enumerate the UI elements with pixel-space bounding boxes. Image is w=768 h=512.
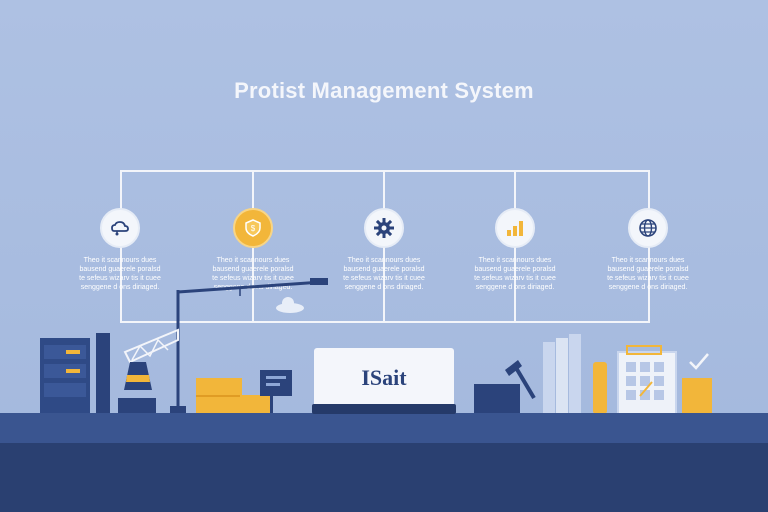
building-columns [543, 334, 581, 414]
hammer-icon [505, 360, 536, 400]
pillar [96, 333, 110, 414]
server-rack-icon [40, 338, 90, 414]
ground-strip [0, 413, 768, 443]
step-text-line: Theo it scannours dues [83, 257, 157, 264]
svg-text:$: $ [251, 224, 256, 233]
step-text-line: Theo it scannours dues [611, 257, 685, 264]
step-text-line: te sefeus wizarv tis it cuee [474, 275, 556, 282]
step-text-line: bausend guaerele poralsd [79, 266, 161, 273]
step-text-line: te sefeus wizarv tis it cuee [212, 275, 294, 282]
step-text-line: bausend guaerele poralsd [607, 266, 689, 273]
step-text-line: te sefeus wizarv tis it cuee [343, 275, 425, 282]
cloud-network-icon [100, 208, 140, 248]
step-text-line: bausend guaerele poralsd [212, 266, 294, 273]
step-text-line: te sefeus wizarv tis it cuee [79, 275, 161, 282]
step-text-line: bausend guaerele poralsd [474, 266, 556, 273]
ground-base [0, 443, 768, 512]
step-text-line: senggene d ons diriaged. [475, 284, 555, 291]
page-title: Protist Management System [234, 78, 534, 103]
step-3: Theo it scannours dues bausend guaerele … [334, 208, 434, 292]
step-4: Theo it scannours dues bausend guaerele … [465, 208, 565, 292]
battery-tube [593, 362, 607, 414]
crane-icon [118, 278, 328, 414]
shipping-boxes [196, 378, 270, 414]
sign-base [312, 404, 456, 414]
sign-label: ISait [361, 365, 407, 390]
step-5: Theo it scannours dues bausend guaerele … [598, 208, 698, 292]
calendar-icon [617, 345, 677, 415]
step-text-line: senggene d ons diriaged. [608, 284, 688, 291]
bar-chart-icon [495, 208, 535, 248]
monitor-board [260, 370, 292, 414]
step-text-line: Theo it scannours dues [347, 257, 421, 264]
shield-icon: $ [233, 208, 273, 248]
step-text-line: Theo it scannours dues [478, 257, 552, 264]
toolbox [474, 384, 520, 414]
cloud-icon [276, 297, 304, 313]
checklist-icon [682, 353, 712, 414]
step-text-line: te sefeus wizarv tis it cuee [607, 275, 689, 282]
step-text-line: Theo it scannours dues [216, 257, 290, 264]
globe-icon [628, 208, 668, 248]
step-text-line: bausend guaerele poralsd [343, 266, 425, 273]
step-1: Theo it scannours dues bausend guaerele … [70, 208, 170, 292]
step-text-line: senggene d ons diriaged. [344, 284, 424, 291]
gear-icon [364, 208, 404, 248]
step-text-line: senggene d ons diriaged. [80, 284, 160, 291]
